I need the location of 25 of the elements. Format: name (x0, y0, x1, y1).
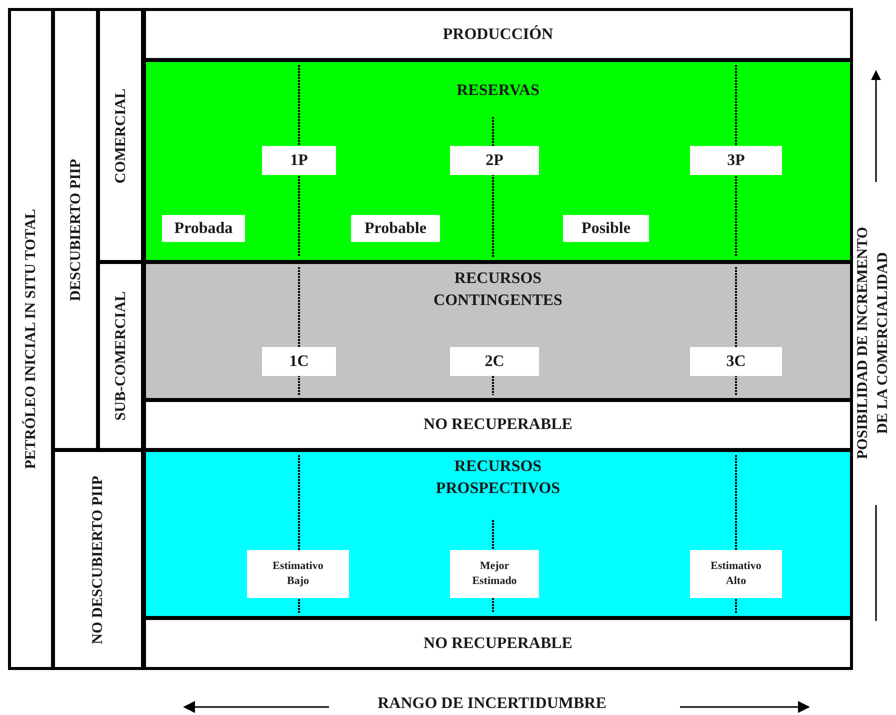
category-band: NO RECUPERABLE (146, 402, 850, 448)
category-column: COMERCIAL (100, 11, 141, 260)
value-box: Probable (351, 215, 440, 242)
value-box: Estimativo Alto (690, 550, 782, 598)
value-box: 1P (262, 146, 336, 175)
category-band: RECURSOS PROSPECTIVOS Estimativo Bajo Mejor Estimado Estimativo Alto (146, 452, 850, 616)
value-box: 3C (690, 347, 782, 376)
category-band: NO RECUPERABLE (146, 620, 850, 667)
category-band: RECURSOS CONTINGENTES 1C 2C 3C (146, 264, 850, 398)
category-band: PRODUCCIÓN (146, 11, 850, 58)
value-box: Mejor Estimado (450, 550, 539, 598)
axis-label: POSIBILIDAD DE INCREMENTO DE LA COMERCIALIDAD (854, 226, 892, 462)
axis-label: RANGO DE INCERTIDUMBRE (376, 694, 608, 714)
value-box: 3P (690, 146, 782, 175)
category-column: DESCUBIERTO PIIP (55, 11, 96, 448)
category-band: RESERVAS 1P 2P 3P Probada Probable Posible (146, 62, 850, 260)
value-box: 2P (450, 146, 539, 175)
value-box: Estimativo Bajo (247, 550, 349, 598)
category-column: PETRÓLEO INICIAL IN SITU TOTAL (11, 11, 51, 667)
value-box: Probada (162, 215, 245, 242)
value-box: 1C (262, 347, 336, 376)
category-column: SUB-COMERCIAL (100, 264, 141, 448)
category-column: NO DESCUBIERTO PIIP (55, 452, 141, 667)
value-box: 2C (450, 347, 539, 376)
value-box: Posible (563, 215, 649, 242)
